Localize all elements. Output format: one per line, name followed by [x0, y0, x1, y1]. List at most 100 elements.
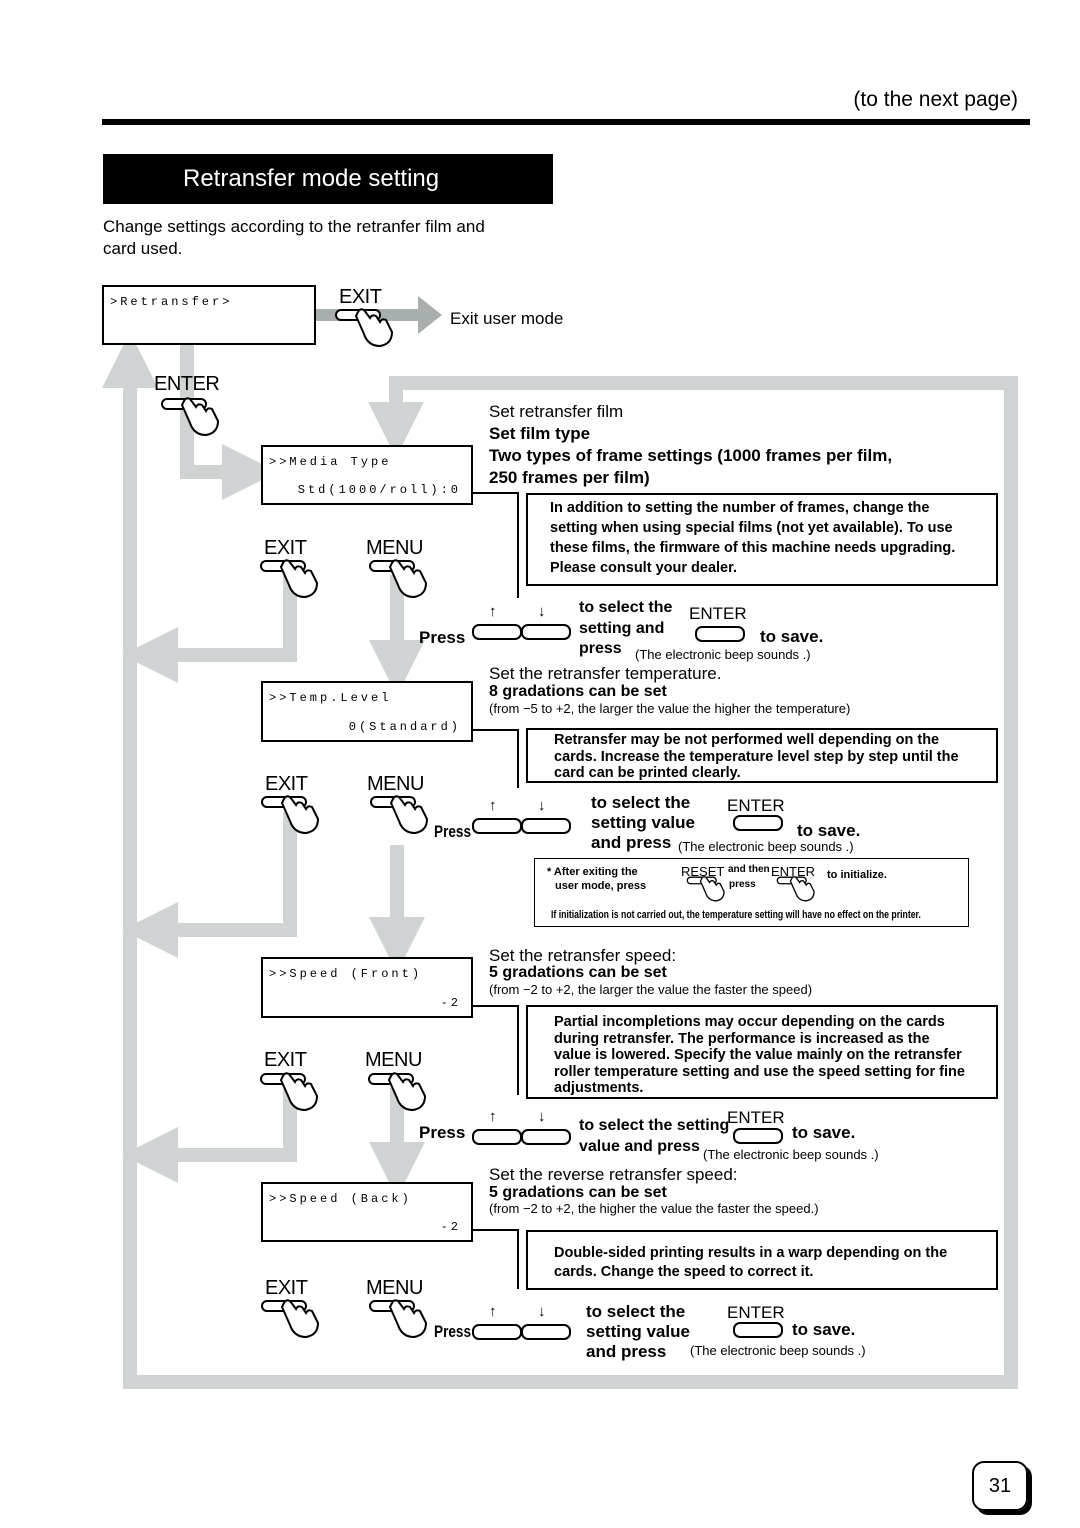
speed-front-note: Partial incompletions may occur dependin…	[526, 1005, 998, 1099]
instruction-1: to select the setting	[579, 1117, 730, 1134]
up-key-button[interactable]	[472, 1129, 522, 1145]
arrow-down-icon: ↓	[538, 797, 546, 814]
down-key-button[interactable]	[521, 818, 571, 834]
note-line: value is lowered. Specify the value main…	[554, 1047, 962, 1063]
temp-heading: Set the retransfer temperature.	[489, 664, 722, 683]
and-then-label: and then	[728, 864, 770, 875]
note-line: adjustments.	[554, 1080, 644, 1096]
note-line: cards. Increase the temperature level st…	[554, 748, 959, 765]
lcd-line-2: 0(Standard)	[348, 720, 461, 734]
down-key-button[interactable]	[521, 1324, 571, 1340]
temp-note: Retransfer may be not performed well dep…	[526, 728, 998, 783]
down-key-button[interactable]	[521, 624, 571, 640]
arrow-down-icon: ↓	[538, 1303, 546, 1320]
media-bold-3: 250 frames per film)	[489, 468, 650, 487]
enter-key-label: ENTER	[689, 604, 747, 623]
exit-key-label: EXIT	[265, 1277, 308, 1299]
to-save-label: to save.	[797, 821, 861, 840]
speed-back-heading: Set the reverse retransfer speed:	[489, 1165, 738, 1184]
lcd-line-1: >>Temp.Level	[269, 691, 392, 705]
menu-key-label: MENU	[365, 1049, 422, 1071]
speed-back-range: (from −2 to +2, the higher the value the…	[489, 1201, 819, 1216]
init-line-1: * After exiting the	[547, 866, 638, 878]
speed-front-range: (from −2 to +2, the larger the value the…	[489, 982, 813, 997]
note-line: these films, the firmware of this machin…	[550, 540, 956, 556]
hand-press-icon[interactable]	[334, 306, 398, 350]
enter-key-label: ENTER	[771, 864, 816, 879]
speed-back-note: Double-sided printing results in a warp …	[526, 1230, 998, 1290]
press-label: Press	[434, 822, 472, 841]
to-save-label: to save.	[792, 1123, 856, 1142]
speed-front-heading: Set the retransfer speed:	[489, 946, 677, 965]
media-bold-1: Set film type	[489, 424, 591, 443]
beep-note: (The electronic beep sounds .)	[635, 647, 811, 662]
menu-key-label: MENU	[367, 773, 424, 795]
lcd-line-1: >>Speed (Back)	[269, 1192, 412, 1206]
hand-press-icon[interactable]	[260, 1297, 324, 1341]
instruction-2: setting value	[586, 1322, 690, 1341]
section-title: Retransfer mode setting	[103, 154, 553, 204]
temp-range: (from −5 to +2, the larger the value the…	[489, 701, 851, 716]
hand-press-icon[interactable]	[686, 874, 728, 904]
note-line: card can be printed clearly.	[554, 765, 741, 781]
page-number: 31	[972, 1461, 1028, 1511]
speed-back-bold: 5 gradations can be set	[489, 1184, 667, 1201]
lcd-line-1: >>Media Type	[269, 455, 392, 469]
press-label: Press	[419, 628, 466, 647]
hand-press-icon[interactable]	[260, 793, 324, 837]
enter-key-button[interactable]	[733, 815, 783, 831]
beep-note: (The electronic beep sounds .)	[703, 1147, 879, 1162]
hand-press-icon[interactable]	[369, 793, 433, 837]
enter-key-label: ENTER	[727, 796, 785, 815]
exit-key-label: EXIT	[264, 537, 307, 559]
hand-press-icon[interactable]	[368, 1297, 432, 1341]
up-key-button[interactable]	[472, 818, 522, 834]
lcd-line-2: Std(1000/roll):0	[297, 483, 461, 497]
up-key-button[interactable]	[472, 1324, 522, 1340]
enter-key-button[interactable]	[733, 1322, 783, 1338]
init-to-label: to initialize.	[827, 869, 887, 881]
hand-press-icon[interactable]	[259, 1070, 323, 1114]
lcd-line-2: -2	[440, 1220, 461, 1234]
lcd-speed-front: >>Speed (Front) -2	[261, 957, 473, 1018]
lcd-line-1: >Retransfer>	[110, 295, 233, 309]
enter-key-button[interactable]	[733, 1128, 783, 1144]
media-bold-2: Two types of frame settings (1000 frames…	[489, 446, 893, 465]
note-line: cards. Change the speed to correct it.	[554, 1264, 814, 1280]
note-line: Retransfer may be not performed well dep…	[554, 732, 940, 748]
hand-press-icon[interactable]	[368, 557, 432, 601]
enter-key-label: ENTER	[727, 1108, 785, 1127]
lcd-media-type: >>Media Type Std(1000/roll):0	[261, 445, 473, 505]
exit-key-label: EXIT	[265, 773, 308, 795]
instruction-1: to select the	[579, 599, 673, 616]
to-save-label: to save.	[792, 1320, 856, 1339]
hand-press-icon[interactable]	[259, 557, 323, 601]
press-label: Press	[419, 1123, 466, 1142]
note-line: In addition to setting the number of fra…	[550, 500, 930, 516]
arrow-down-icon: ↓	[538, 603, 546, 620]
hand-press-icon[interactable]	[776, 874, 818, 904]
beep-note: (The electronic beep sounds .)	[690, 1343, 866, 1358]
hand-press-icon[interactable]	[367, 1070, 431, 1114]
press-label: Press	[434, 1322, 472, 1341]
hand-press-icon[interactable]	[160, 395, 224, 439]
arrow-up-icon: ↑	[489, 603, 497, 620]
arrow-down-icon: ↓	[538, 1108, 546, 1125]
down-key-button[interactable]	[521, 1129, 571, 1145]
note-line: Partial incompletions may occur dependin…	[554, 1014, 945, 1030]
arrow-up-icon: ↑	[489, 1108, 497, 1125]
beep-note: (The electronic beep sounds .)	[678, 839, 854, 854]
header-rule	[102, 119, 1030, 125]
instruction-1: to select the	[586, 1302, 686, 1321]
intro-line-1: Change settings according to the retranf…	[103, 217, 485, 236]
instruction-3: and press	[591, 833, 672, 852]
instruction-2: setting and	[579, 620, 665, 637]
exit-key-label: EXIT	[339, 286, 382, 308]
menu-key-label: MENU	[366, 1277, 423, 1299]
up-key-button[interactable]	[472, 624, 522, 640]
media-heading: Set retransfer film	[489, 402, 624, 421]
intro-line-2: card used.	[103, 239, 183, 258]
enter-key-button[interactable]	[695, 626, 745, 642]
note-line: Please consult your dealer.	[550, 560, 737, 576]
